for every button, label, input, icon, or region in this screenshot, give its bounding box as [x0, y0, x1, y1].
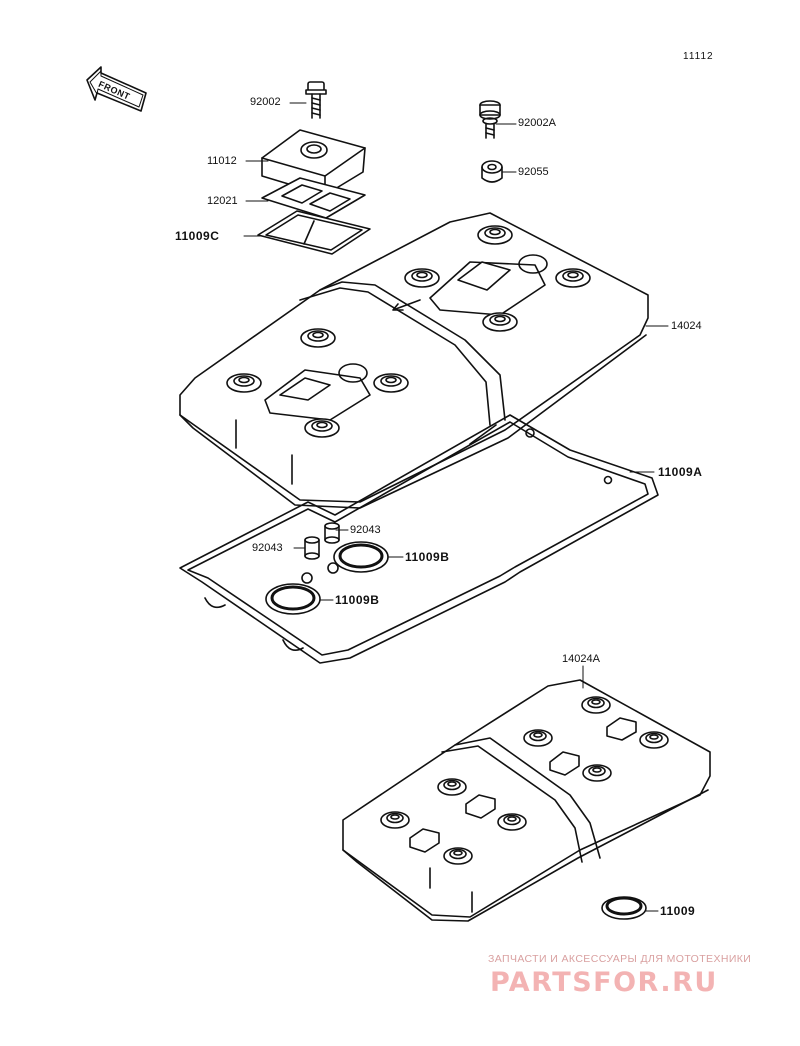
head-cover-14024A	[342, 679, 711, 922]
part-label: 11009C	[175, 229, 220, 243]
cover-boss	[443, 847, 473, 865]
part-label: 92055	[518, 166, 549, 178]
watermark-logo: PARTSFOR.RU	[490, 967, 718, 998]
part-label: 11009	[660, 904, 696, 918]
cover-boss	[639, 731, 669, 749]
cover-boss	[226, 373, 262, 393]
grommet-92055-icon	[481, 160, 503, 183]
cover-boss	[380, 811, 410, 829]
gasket-11009C	[257, 210, 371, 255]
part-label: 92043	[350, 524, 381, 536]
dowel-pin-92043-icon	[324, 522, 340, 544]
part-label: 92002	[250, 96, 281, 108]
cover-boss	[582, 764, 612, 782]
cover-boss	[300, 328, 336, 348]
page-code: 11112	[683, 51, 714, 62]
dowel-pin-92043-icon	[304, 536, 320, 560]
part-label: 11012	[207, 155, 237, 167]
cover-boss	[555, 268, 591, 288]
front-arrow-icon	[86, 66, 147, 112]
watermark-caption: ЗАПЧАСТИ И АКСЕССУАРЫ ДЛЯ МОТОТЕХНИКИ	[488, 953, 752, 965]
plug-seal-11009B	[327, 541, 389, 574]
part-label: 11009B	[335, 593, 380, 607]
gasket-12021	[261, 177, 366, 219]
part-label: 12021	[207, 195, 238, 207]
seal-11009	[601, 896, 647, 920]
part-label: 11009B	[405, 550, 450, 564]
part-label: 14024A	[562, 653, 600, 665]
cover-boss	[482, 312, 518, 332]
cover-boss	[404, 268, 440, 288]
cover-boss	[497, 813, 527, 831]
part-label: 92043	[252, 542, 283, 554]
cover-boss	[477, 225, 513, 245]
head-cover-14024	[179, 212, 649, 509]
gasket-11009A	[179, 414, 659, 664]
cover-boss	[373, 373, 409, 393]
part-label: 11009A	[658, 465, 703, 479]
bolt-92002-icon	[305, 81, 327, 119]
part-label: 92002A	[518, 117, 556, 129]
cover-boss	[437, 778, 467, 796]
part-label: 14024	[671, 320, 702, 332]
bolt-92002A-icon	[479, 100, 501, 139]
cover-boss	[523, 729, 553, 747]
plug-seal-11009B	[265, 572, 321, 615]
leader-lines	[243, 102, 669, 912]
cover-boss	[581, 696, 611, 714]
cover-boss	[304, 418, 340, 438]
